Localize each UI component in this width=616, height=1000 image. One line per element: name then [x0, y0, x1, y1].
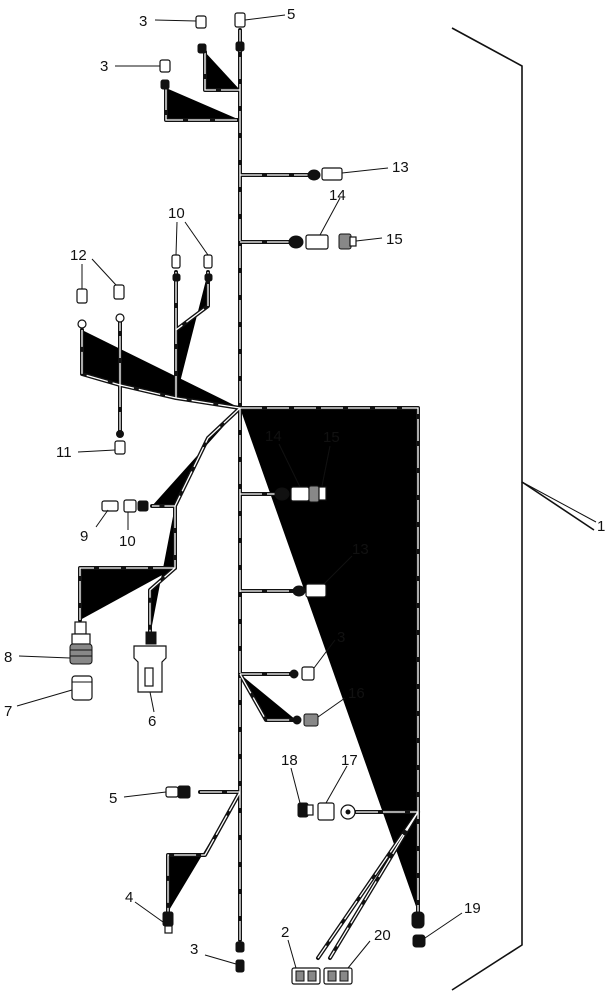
- connector-3-mid: [289, 666, 315, 681]
- callout-14-top: 14: [329, 187, 346, 204]
- connector-19: [411, 911, 426, 948]
- callout-5-top: 5: [287, 6, 295, 23]
- callout-7: 7: [4, 703, 12, 720]
- connector-20: [323, 967, 353, 985]
- connector-13-mid: [292, 583, 327, 598]
- callout-13-bottom: 13: [352, 541, 369, 558]
- callout-11: 11: [56, 444, 72, 461]
- connector-3-bottom: [235, 941, 245, 973]
- connector-14-15-mid: [274, 485, 327, 503]
- connector-6-socket: [133, 631, 167, 693]
- callout-3-mid: 3: [337, 629, 345, 646]
- connector-7: [71, 675, 93, 701]
- callout-5-bottom: 5: [109, 790, 117, 807]
- callout-13-top: 13: [392, 159, 409, 176]
- connector-5-top: [234, 12, 246, 52]
- callout-12: 12: [70, 247, 87, 264]
- callout-16: 16: [348, 685, 365, 702]
- connector-12: [76, 284, 125, 329]
- callout-15-top: 15: [386, 231, 403, 248]
- callout-3-top-second: 3: [100, 58, 108, 75]
- connector-3-top: [195, 15, 207, 54]
- callout-14-bottom: 14: [265, 428, 282, 445]
- connector-17: [317, 802, 356, 821]
- callout-19: 19: [464, 900, 481, 917]
- connector-4: [162, 911, 174, 934]
- connector-13-top: [307, 167, 343, 181]
- harness-bracket: [451, 27, 595, 991]
- callout-18: 18: [281, 752, 298, 769]
- callout-10-bottom: 10: [119, 533, 136, 550]
- connector-3-top-second: [159, 59, 171, 90]
- callout-labels: 1 2 3 3 3 3 4 5 5 6 7 8 9 10 10 11 12 13…: [4, 6, 605, 958]
- callout-9: 9: [80, 528, 88, 545]
- connector-14-15-top: [288, 233, 357, 250]
- callout-1: 1: [597, 518, 605, 535]
- callout-6: 6: [148, 713, 156, 730]
- wire-harness: [78, 28, 420, 960]
- callout-10-top: 10: [168, 205, 185, 222]
- connector-9-10: [101, 499, 149, 513]
- callout-2: 2: [281, 924, 289, 941]
- callout-15-bottom: 15: [323, 429, 340, 446]
- callout-4: 4: [125, 889, 133, 906]
- callout-17: 17: [341, 752, 358, 769]
- connector-10-top: [171, 254, 213, 282]
- connector-8: [69, 621, 93, 665]
- connector-11: [114, 430, 126, 455]
- callout-3-top: 3: [139, 13, 147, 30]
- leader-lines: [16, 14, 597, 969]
- connector-18: [297, 802, 314, 818]
- connector-2: [291, 967, 321, 985]
- callout-20: 20: [374, 927, 391, 944]
- connector-16: [292, 713, 319, 727]
- connector-5-bottom: [165, 785, 191, 799]
- callout-8: 8: [4, 649, 12, 666]
- callout-3-bottom: 3: [190, 941, 198, 958]
